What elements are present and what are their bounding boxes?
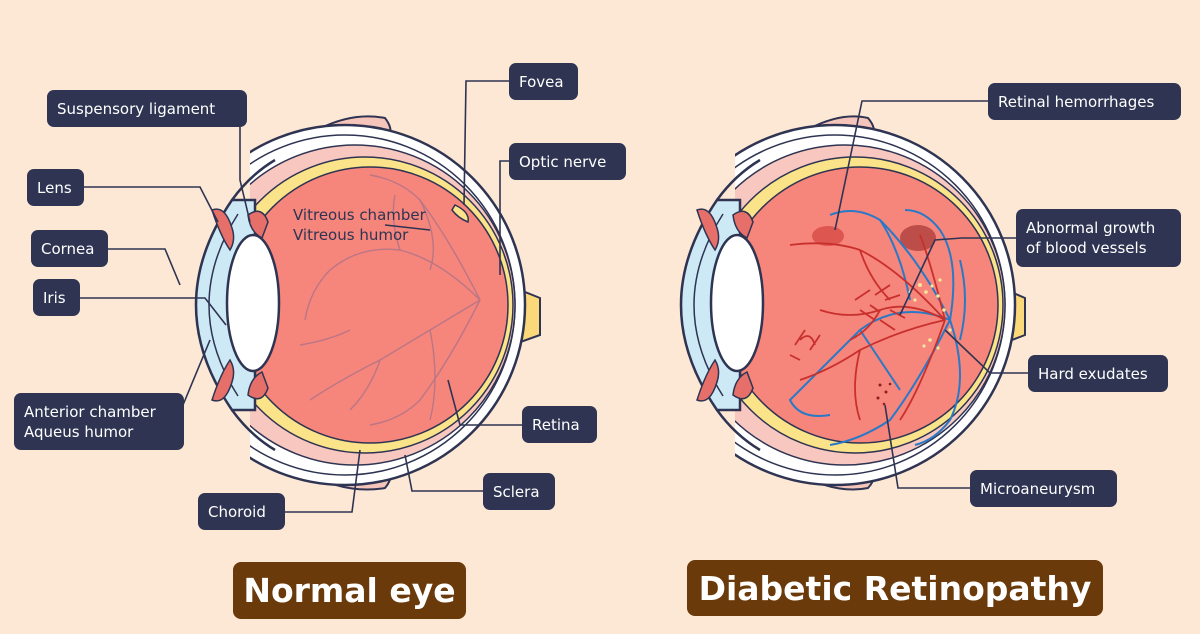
label-sclera: Sclera — [483, 473, 555, 510]
label-optic-nerve: Optic nerve — [509, 143, 626, 180]
label-anterior-chamber: Anterior chamber Aqueus humor — [14, 393, 184, 450]
label-choroid: Choroid — [198, 493, 285, 530]
label-hard-exudates: Hard exudates — [1028, 355, 1168, 392]
label-iris: Iris — [33, 279, 80, 316]
label-retina: Retina — [522, 406, 597, 443]
label-suspensory-ligament: Suspensory ligament — [47, 90, 247, 127]
label-lens: Lens — [27, 169, 84, 206]
label-cornea: Cornea — [31, 230, 108, 267]
normal-eye-illustration — [160, 116, 540, 489]
label-fovea: Fovea — [509, 63, 578, 100]
diabetic-eye-illustration — [645, 116, 1025, 489]
title-normal-eye: Normal eye — [233, 562, 466, 619]
title-diabetic-retinopathy: Diabetic Retinopathy — [687, 560, 1103, 616]
diabetic-lens — [711, 235, 763, 371]
label-abnormal-growth: Abnormal growth of blood vessels — [1016, 209, 1181, 267]
label-microaneurysm: Microaneurysm — [970, 470, 1117, 507]
label-vitreous-chamber: Vitreous chamber Vitreous humor — [293, 205, 453, 245]
normal-lens — [227, 235, 279, 371]
label-retinal-hemorrhages: Retinal hemorrhages — [988, 83, 1181, 120]
